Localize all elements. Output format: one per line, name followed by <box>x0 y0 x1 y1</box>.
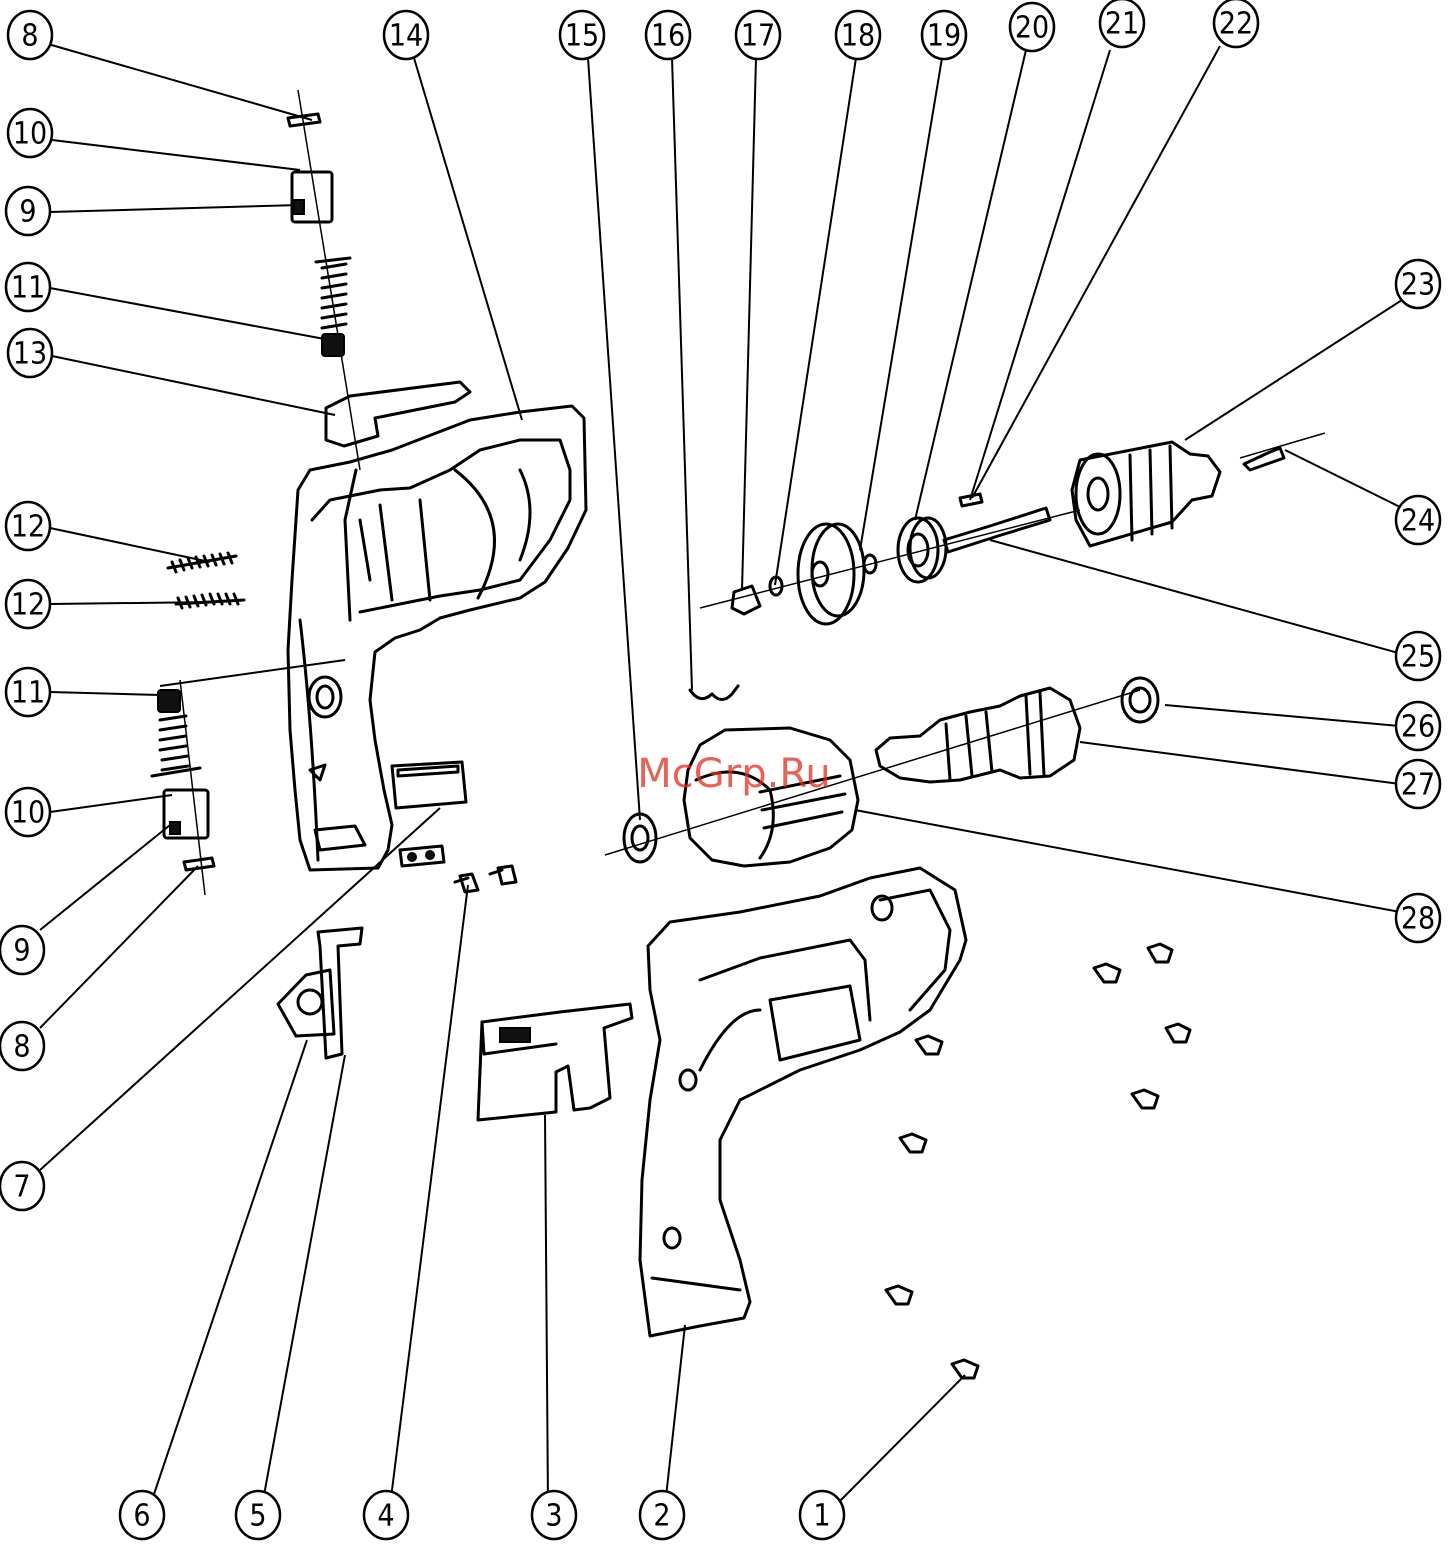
callout-label: 13 <box>13 337 47 372</box>
callout-label: 12 <box>11 588 45 623</box>
callout-6: 6 <box>120 1491 164 1539</box>
callout-label: 25 <box>1401 640 1435 675</box>
callout-11: 11 <box>6 668 50 716</box>
callout-23: 23 <box>1396 260 1440 308</box>
spring-clip <box>690 686 738 700</box>
callout-1: 1 <box>800 1491 844 1539</box>
callout-label: 27 <box>1401 768 1435 803</box>
callout-17: 17 <box>736 11 780 59</box>
callout-8: 8 <box>8 11 52 59</box>
watermark-text: McGrp.Ru <box>637 751 830 797</box>
callout-label: 3 <box>545 1499 562 1534</box>
callout-label: 6 <box>133 1499 150 1534</box>
callout-9: 9 <box>6 187 50 235</box>
callout-label: 1 <box>813 1499 830 1534</box>
callout-label: 19 <box>927 19 961 54</box>
callout-label: 24 <box>1401 504 1435 539</box>
callout-label: 10 <box>13 117 47 152</box>
capacitor <box>400 846 444 866</box>
callout-label: 4 <box>377 1499 394 1534</box>
callout-9: 9 <box>0 926 44 974</box>
callout-28: 28 <box>1396 894 1440 942</box>
half-housing-left <box>288 406 586 870</box>
callout-22: 22 <box>1214 0 1258 47</box>
callout-label: 10 <box>11 796 45 831</box>
callout-2: 2 <box>640 1491 684 1539</box>
callout-label: 7 <box>13 1170 30 1205</box>
brush-holder-lower <box>152 690 214 870</box>
stator <box>684 728 858 866</box>
callout-label: 8 <box>21 19 38 54</box>
callout-label: 11 <box>11 271 45 306</box>
callout-10: 10 <box>6 788 50 836</box>
callout-13: 13 <box>8 329 52 377</box>
callout-label: 15 <box>565 19 599 54</box>
drill-chuck <box>1072 442 1284 546</box>
callout-label: 12 <box>11 510 45 545</box>
callout-label: 28 <box>1401 902 1435 937</box>
callout-4: 4 <box>364 1491 408 1539</box>
callout-label: 21 <box>1105 7 1139 42</box>
callout-label: 18 <box>841 19 875 54</box>
callout-label: 23 <box>1401 268 1435 303</box>
callout-label: 9 <box>19 195 36 230</box>
half-housing-right <box>640 868 966 1336</box>
callout-label: 20 <box>1015 11 1049 46</box>
callout-5: 5 <box>236 1491 280 1539</box>
callout-label: 16 <box>651 19 685 54</box>
callout-15: 15 <box>560 11 604 59</box>
switch-box <box>392 762 466 808</box>
callout-20: 20 <box>1010 3 1054 51</box>
armature <box>876 678 1158 782</box>
callout-24: 24 <box>1396 496 1440 544</box>
callout-27: 27 <box>1396 760 1440 808</box>
brush-holder-upper <box>288 114 470 446</box>
fan-bearing <box>624 814 656 862</box>
callout-11: 11 <box>6 263 50 311</box>
callout-12: 12 <box>6 580 50 628</box>
callout-10: 10 <box>8 109 52 157</box>
callout-label: 14 <box>389 19 423 54</box>
trigger-switch <box>478 1004 632 1120</box>
callout-7: 7 <box>0 1162 44 1210</box>
callout-label: 2 <box>653 1499 670 1534</box>
callout-25: 25 <box>1396 632 1440 680</box>
carbon-brushes <box>168 553 244 608</box>
cord-guard <box>278 928 362 1058</box>
callout-16: 16 <box>646 11 690 59</box>
callout-label: 26 <box>1401 710 1435 745</box>
callout-3: 3 <box>532 1491 576 1539</box>
callout-19: 19 <box>922 11 966 59</box>
callout-label: 9 <box>13 934 30 969</box>
callout-21: 21 <box>1100 0 1144 47</box>
housing-screws-center <box>455 866 516 892</box>
callout-label: 5 <box>249 1499 266 1534</box>
callout-label: 22 <box>1219 7 1253 42</box>
callout-label: 11 <box>11 676 45 711</box>
callout-12: 12 <box>6 502 50 550</box>
callout-26: 26 <box>1396 702 1440 750</box>
callout-8: 8 <box>0 1022 44 1070</box>
callout-label: 17 <box>741 19 775 54</box>
callout-18: 18 <box>836 11 880 59</box>
callout-14: 14 <box>384 11 428 59</box>
callout-label: 8 <box>13 1030 30 1065</box>
